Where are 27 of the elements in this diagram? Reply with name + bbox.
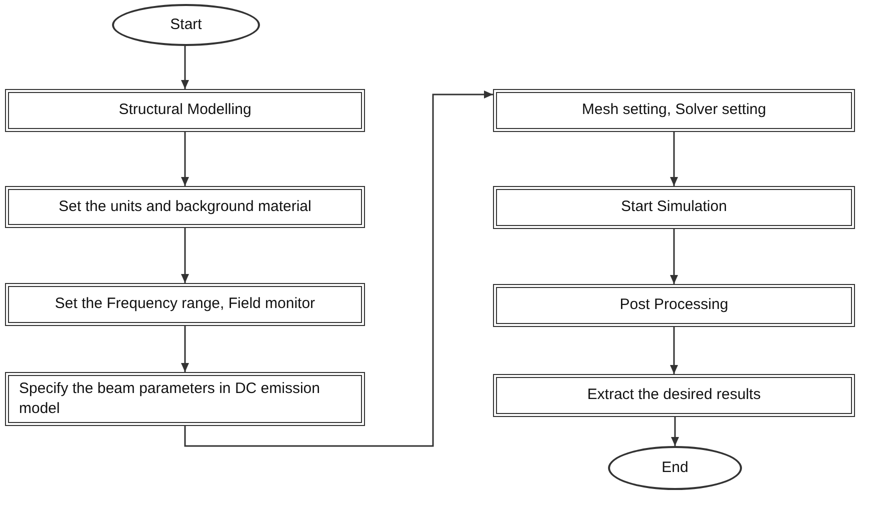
process-box (493, 186, 855, 229)
arrow (184, 90, 493, 447)
box-label: End (662, 458, 688, 478)
arrow (181, 46, 189, 89)
arrow (670, 327, 678, 374)
process-box (5, 89, 365, 132)
arrow (670, 132, 678, 186)
box-label: Post Processing (620, 295, 728, 316)
box-label: Mesh setting, Solver setting (582, 100, 766, 120)
box-label: Start Simulation (621, 197, 727, 218)
box-label: Start (170, 14, 202, 35)
box-label: Extract the desired results (587, 385, 761, 406)
process-box (5, 283, 365, 326)
box-label: Set the Frequency range, Field monitor (54, 294, 316, 314)
process-box (5, 372, 365, 426)
arrow (181, 228, 189, 283)
arrow (670, 229, 678, 284)
process-box (493, 89, 855, 132)
arrow (181, 132, 189, 186)
process-box (5, 186, 365, 228)
arrow (671, 417, 679, 446)
process-box (493, 284, 855, 327)
process-box (493, 374, 855, 417)
box-label: Specify the beam parameters in DC emission model (19, 378, 321, 419)
box-label: Set the units and background material (58, 196, 312, 217)
box-label: Structural Modelling (118, 100, 252, 120)
arrow (181, 326, 189, 372)
